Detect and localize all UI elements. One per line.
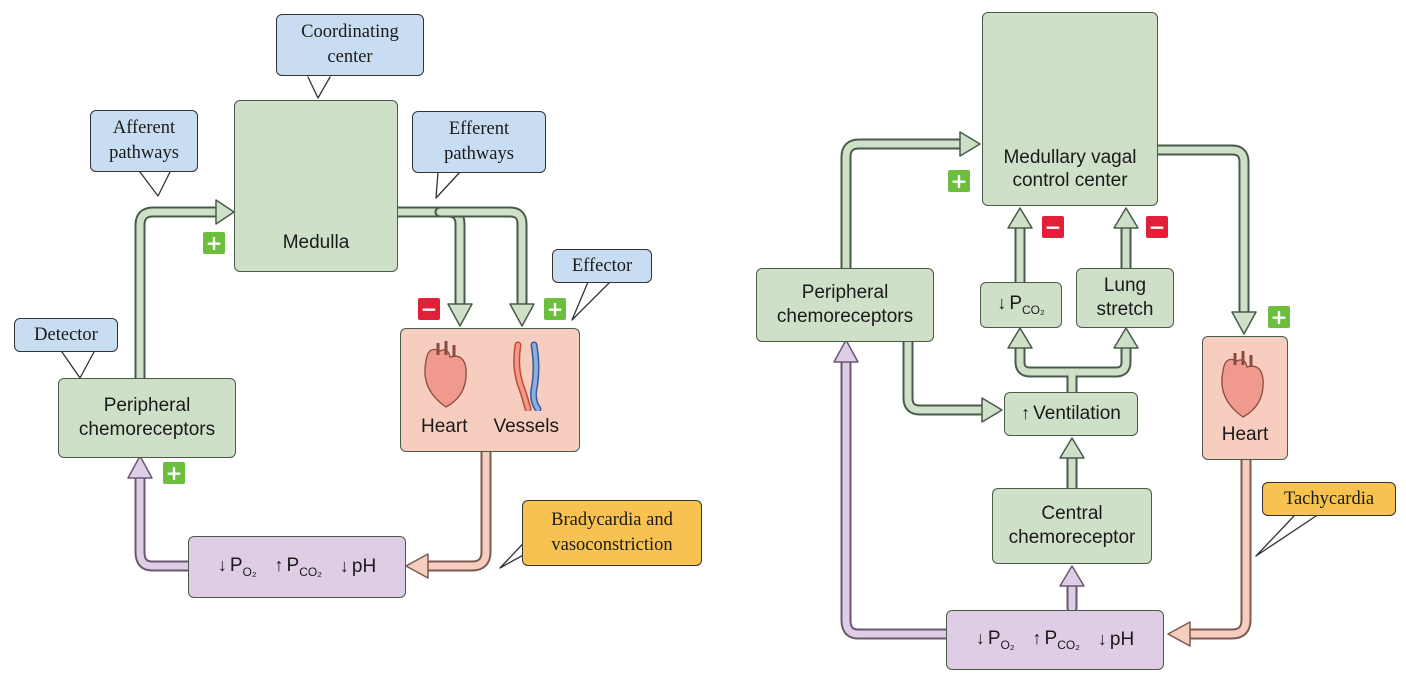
callout-tachycardia: Tachycardia xyxy=(1262,482,1396,516)
medullary-vagal-box: Medullary vagal control center xyxy=(982,12,1158,206)
po2-label: P xyxy=(987,628,1001,649)
pco2-increase: ↑PCO₂ xyxy=(1033,627,1080,653)
medulla-box: Medulla xyxy=(234,100,398,272)
right-peripheral-chemoreceptors-label: Peripheral chemoreceptors xyxy=(776,282,914,327)
medullary-vagal-label: Medullary vagal control center xyxy=(1003,146,1137,192)
ventilation-box: ↑Ventilation xyxy=(1004,392,1138,436)
vessels-label: Vessels xyxy=(493,416,559,438)
efferent-arrow-vessels xyxy=(434,206,535,327)
callout-tachycardia-text: Tachycardia xyxy=(1283,488,1375,509)
ph-label: pH xyxy=(1109,629,1135,651)
blood-gas-box: ↓PO₂ ↑PCO₂ ↓pH xyxy=(188,536,406,598)
right-peripheral-chemoreceptors-box: Peripheral chemoreceptors xyxy=(756,268,934,342)
callout-afferent-text: Afferent pathways xyxy=(109,118,179,163)
po2-decrease: ↓PO₂ xyxy=(218,554,257,580)
callout-coordinating-text: Coordinating center xyxy=(301,22,399,67)
po2-decrease: ↓PO₂ xyxy=(976,627,1015,653)
up-arrow-icon: ↑ xyxy=(1021,403,1031,424)
right-blood-to-receptor-arrow xyxy=(833,339,952,640)
vessels-icon xyxy=(513,341,542,412)
up-arrow-icon: ↑ xyxy=(1032,628,1042,648)
callout-detector-text: Detector xyxy=(34,324,98,345)
minus-sign-pco2: − xyxy=(1042,216,1064,238)
plus-sign-vessels: + xyxy=(544,298,566,320)
receptor-to-ventilation-arrow xyxy=(902,336,1003,423)
central-chemoreceptor-box: Central chemoreceptor xyxy=(992,488,1152,564)
pco2-subscript: CO₂ xyxy=(1057,638,1080,652)
callout-afferent-pathways: Afferent pathways xyxy=(90,110,198,172)
ph-label: pH xyxy=(351,556,377,578)
pco2-label: P xyxy=(1044,628,1058,649)
right-heart-label: Heart xyxy=(1221,424,1269,446)
down-arrow-icon: ↓ xyxy=(975,628,985,648)
pco2-subscript: CO₂ xyxy=(1022,303,1045,317)
plus-sign-right-afferent: + xyxy=(948,170,970,192)
heart-vessels-illustration xyxy=(424,341,542,412)
right-efferent-arrow xyxy=(1152,144,1257,335)
effector-to-blood-arrow xyxy=(405,446,492,579)
pco2-box: ↓PCO₂ xyxy=(980,282,1062,328)
lung-stretch-label: Lung stretch xyxy=(1096,275,1154,320)
up-arrow-icon: ↑ xyxy=(274,555,284,575)
blood-to-receptor-arrow xyxy=(127,455,194,572)
plus-sign-right-heart: + xyxy=(1268,306,1290,328)
down-arrow-icon: ↓ xyxy=(1097,629,1107,650)
pco2-subscript: CO₂ xyxy=(299,565,322,579)
callout-effector: Effector xyxy=(552,249,652,283)
callout-efferent-text: Efferent pathways xyxy=(444,119,514,164)
central-to-ventilation-arrow xyxy=(1059,437,1085,494)
pco2-label: P xyxy=(1009,293,1022,314)
pco2-increase: ↑PCO₂ xyxy=(275,554,322,580)
ph-decrease: ↓pH xyxy=(1098,628,1134,652)
effector-box: Heart Vessels xyxy=(400,328,580,452)
ventilation-increase: ↑Ventilation xyxy=(1021,402,1121,426)
minus-sign-lung: − xyxy=(1146,216,1168,238)
down-arrow-icon: ↓ xyxy=(339,556,349,577)
callout-detector: Detector xyxy=(14,318,118,352)
down-arrow-icon: ↓ xyxy=(217,555,227,575)
heart-to-blood-arrow xyxy=(1167,454,1252,647)
ventilation-label: Ventilation xyxy=(1033,403,1121,425)
callout-effector-text: Effector xyxy=(571,255,633,276)
inhibit-arrows xyxy=(1007,207,1139,288)
heart-icon xyxy=(1221,351,1264,419)
peripheral-chemoreceptors-label: Peripheral chemoreceptors xyxy=(78,395,216,440)
callout-coordinating-center: Coordinating center xyxy=(276,14,424,76)
lung-stretch-box: Lung stretch xyxy=(1076,268,1174,328)
callout-bradycardia-text: Bradycardia and vasoconstriction xyxy=(551,510,673,555)
peripheral-chemoreceptors-box: Peripheral chemoreceptors xyxy=(58,378,236,458)
right-heart-box: Heart xyxy=(1202,336,1288,460)
callout-efferent-pathways: Efferent pathways xyxy=(412,111,546,173)
ph-decrease: ↓pH xyxy=(340,555,376,579)
ventilation-split-arrows xyxy=(1007,327,1139,398)
heart-label: Heart xyxy=(421,416,468,438)
afferent-arrow xyxy=(134,199,235,384)
plus-sign-blood: + xyxy=(163,462,185,484)
medulla-label: Medulla xyxy=(282,232,350,254)
pco2-decrease: ↓PCO₂ xyxy=(997,292,1044,318)
blood-to-central-arrow xyxy=(1059,565,1085,614)
central-chemoreceptor-label: Central chemoreceptor xyxy=(1008,503,1136,548)
po2-subscript: O₂ xyxy=(242,565,257,579)
minus-sign-heart: − xyxy=(418,298,440,320)
right-afferent-arrow xyxy=(840,131,981,274)
right-blood-gas-box: ↓PO₂ ↑PCO₂ ↓pH xyxy=(946,610,1164,670)
po2-subscript: O₂ xyxy=(1000,638,1015,652)
heart-icon xyxy=(424,341,467,409)
plus-sign-afferent: + xyxy=(203,232,225,254)
callout-bradycardia: Bradycardia and vasoconstriction xyxy=(522,500,702,566)
down-arrow-icon: ↓ xyxy=(997,293,1007,313)
po2-label: P xyxy=(229,555,243,576)
pco2-label: P xyxy=(286,555,300,576)
